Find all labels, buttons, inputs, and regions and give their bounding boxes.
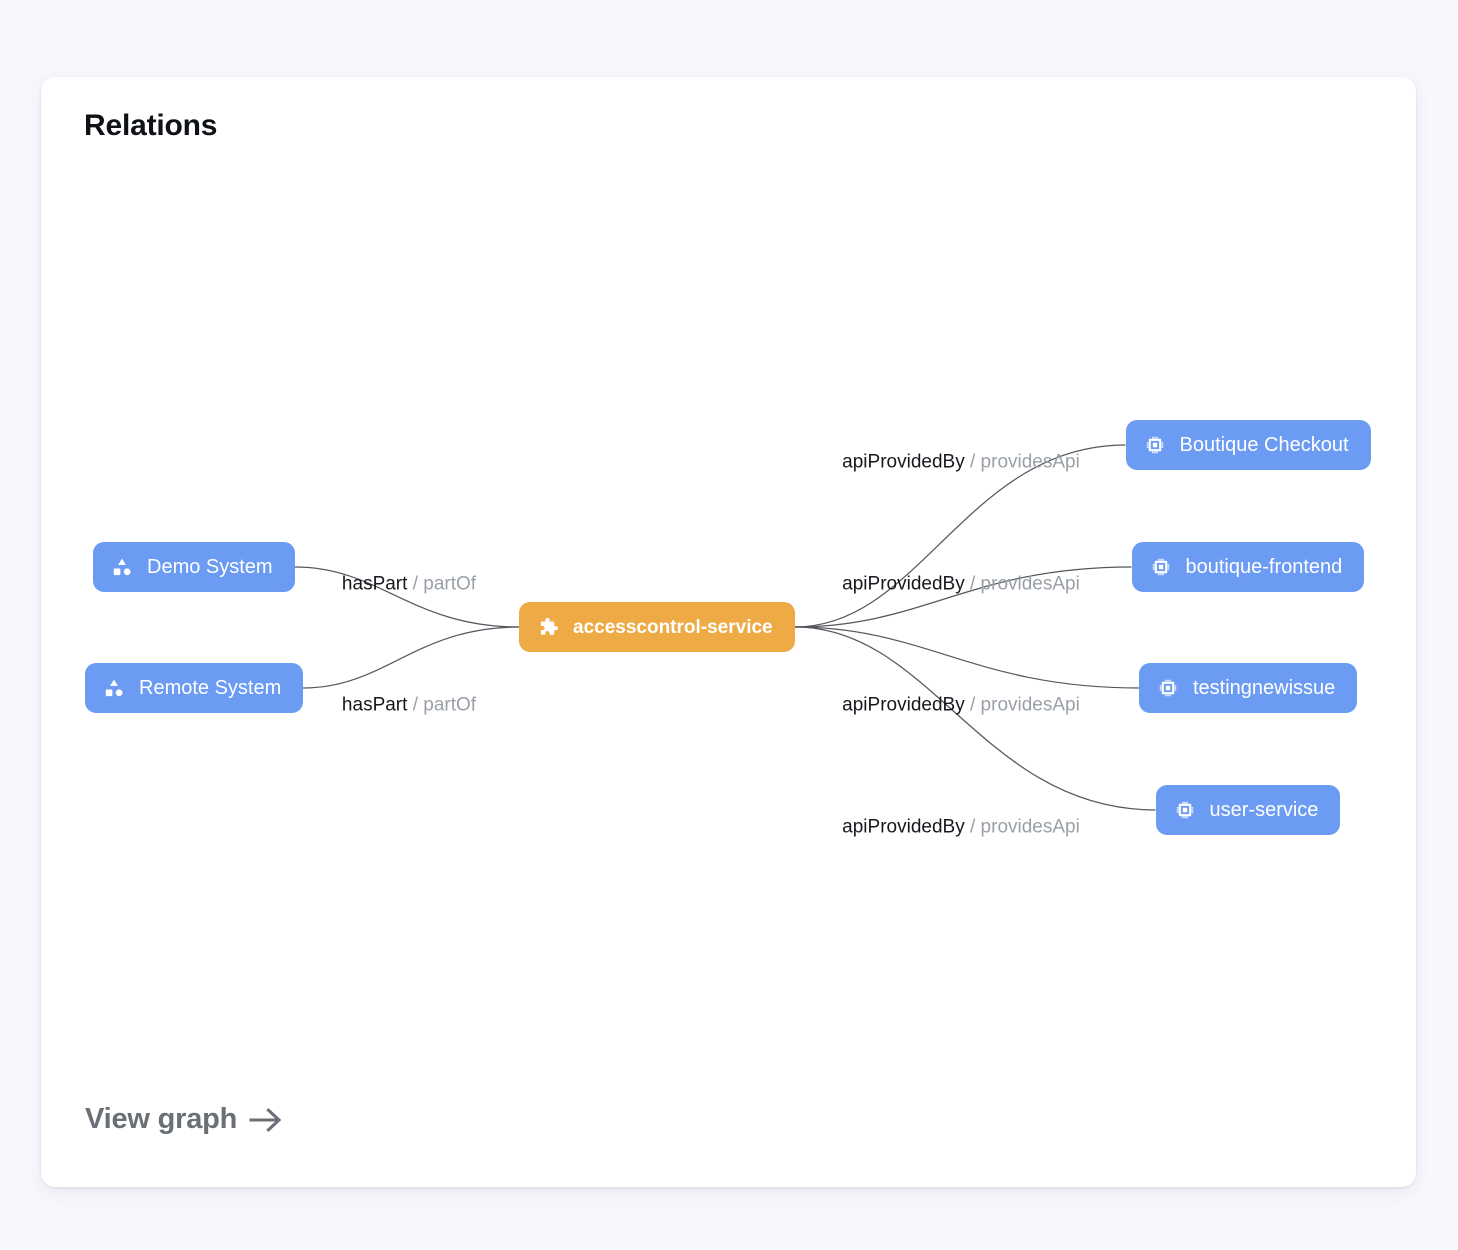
graph-node-label: Boutique Checkout [1179, 434, 1349, 456]
graph-edge-demo-system [294, 566, 520, 628]
arrow-right-icon [249, 1107, 283, 1133]
memory-chip-icon [1174, 799, 1196, 821]
page-title: Relations [84, 109, 218, 142]
graph-edge-boutique-checkout [794, 444, 1126, 628]
graph-node-demo-system[interactable]: Demo System [93, 542, 295, 592]
graph-edge-testingnewissue [794, 626, 1140, 689]
graph-node-label: Remote System [139, 677, 282, 699]
graph-node-user-service[interactable]: user-service [1155, 785, 1341, 835]
graph-node-label: testingnewissue [1193, 677, 1336, 699]
category-shapes-icon [111, 556, 133, 578]
graph-node-remote-system[interactable]: Remote System [85, 663, 304, 713]
view-graph-label: View graph [85, 1103, 238, 1135]
view-graph-link[interactable]: View graph [85, 1103, 283, 1136]
graph-edge-user-service [794, 626, 1156, 811]
memory-chip-icon [1157, 677, 1179, 699]
graph-node-accesscontrol-service[interactable]: accesscontrol-service [519, 602, 795, 652]
category-shapes-icon [103, 677, 125, 699]
graph-node-testingnewissue[interactable]: testingnewissue [1139, 663, 1358, 713]
memory-chip-icon [1150, 556, 1172, 578]
graph-edges-layer [294, 444, 1156, 811]
graph-node-boutique-frontend[interactable]: boutique-frontend [1131, 542, 1365, 592]
graph-edge-boutique-frontend [794, 566, 1132, 628]
graph-node-label: Demo System [147, 556, 273, 578]
graph-node-label: boutique-frontend [1185, 556, 1343, 578]
graph-node-label: accesscontrol-service [573, 616, 773, 638]
puzzle-piece-icon [537, 616, 559, 638]
memory-chip-icon [1144, 434, 1166, 456]
graph-node-label: user-service [1209, 799, 1319, 821]
graph-node-boutique-checkout[interactable]: Boutique Checkout [1125, 420, 1371, 470]
graph-edge-remote-system [302, 626, 520, 689]
